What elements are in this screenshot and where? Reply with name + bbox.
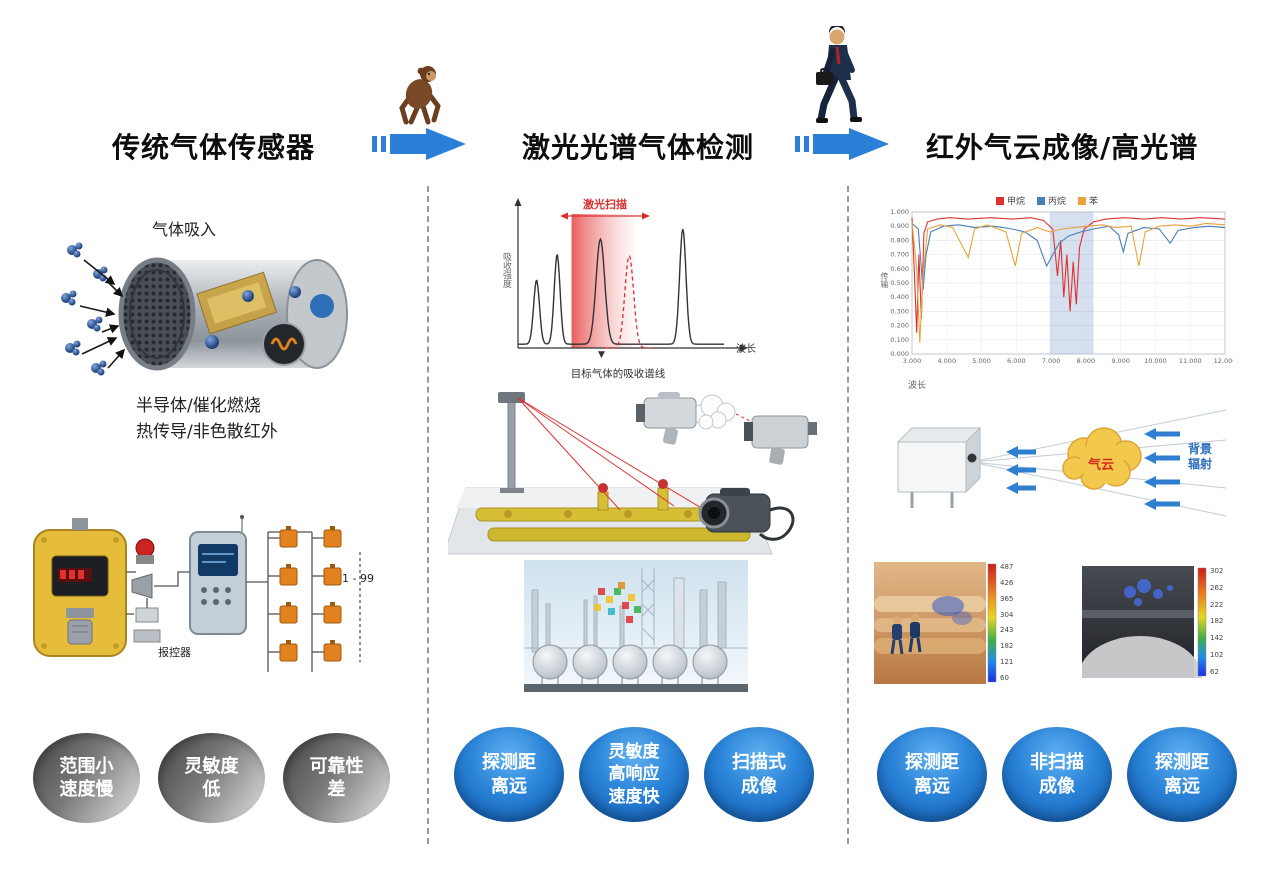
storage-spheres [532,644,728,686]
controller-unit [189,515,247,635]
svg-text:0.100: 0.100 [890,336,909,344]
transmission-spectra-chart: 甲烷丙烷苯 1.000 0.900 0.800 0.700 0.600 0.500 0.40… [878,194,1233,394]
band-marker: ▼ [598,350,605,360]
drawback-bubble: 灵敏度 低 [158,733,265,823]
beam-dashed [735,413,761,427]
drawback-bubble: 范围小 速度慢 [33,733,140,823]
remote-sensor-nodes [279,526,342,662]
svg-text:0.000: 0.000 [890,350,909,358]
laser-mast [498,392,525,493]
svg-text:0.300: 0.300 [890,307,909,315]
thermal-image-right-drawing [1078,566,1207,720]
svg-text:0.500: 0.500 [890,279,909,287]
svg-text:12.000: 12.000 [1214,357,1233,365]
refinery-photo [524,560,748,692]
gas-cloud-overlay [594,582,641,623]
gas-plume [690,394,736,430]
svg-text:5.000: 5.000 [972,357,991,365]
gas-cloud-shape [1062,427,1142,490]
pipe-platform [448,479,773,555]
sensor-count-label: 1 - 99 [342,572,374,585]
svg-text:0.700: 0.700 [890,251,909,259]
gas-cloud-label: 气云 [1088,458,1115,473]
svg-text:4.000: 4.000 [937,357,956,365]
column-title-infrared: 红外气云成像/高光谱 [926,131,1199,164]
column-divider [847,186,849,844]
svg-text:0.900: 0.900 [890,222,909,230]
foreground-pipes [524,684,748,692]
network-wires [126,531,361,672]
laser-detection-scene [448,392,817,555]
sensor-tech-label: 半导体/催化燃烧 热传导/非色散红外 [136,396,278,442]
intake-arrows [79,259,126,369]
background-radiation-label: 背景 辐射 [1188,442,1213,471]
svg-text:3.000: 3.000 [903,357,922,365]
detector-network-illustration: 报控器 1 - 99 [28,512,384,690]
svg-text:6.000: 6.000 [1007,357,1026,365]
incoming-arrows [1006,446,1036,494]
handheld-imager [636,392,697,445]
gas-cloud-imaging-diagram: 气云 背景 辐射 [888,406,1233,526]
advantage-bubble: 探测距 离远 [877,727,987,822]
advantage-bubble: 灵敏度 高响应 速度快 [579,727,689,822]
svg-text:7.000: 7.000 [1042,357,1061,365]
chimpanzee-icon [399,66,441,125]
gas-intake-label: 气体吸入 [152,220,217,239]
controller-label: 报控器 [158,646,191,659]
drawback-bubble: 可靠性 差 [283,733,390,823]
thermal-image-left-drawing [874,562,997,684]
infrared-camera-box [896,426,982,508]
alarm-devices [131,538,161,643]
svg-text:8.000: 8.000 [1077,357,1096,365]
svg-text:0.200: 0.200 [890,322,909,330]
fixed-camera [698,488,795,541]
svg-text:0.600: 0.600 [890,265,909,273]
svg-text:1.000: 1.000 [890,208,909,216]
absorption-spectrum-chart: 激光扫描 波长 吸收强度 ▼ 目标气体的吸收谱线 [498,194,768,394]
svg-text:10.000: 10.000 [1144,357,1167,365]
arrow-right-icon [372,128,466,160]
advantage-bubble: 扫描式 成像 [704,727,814,822]
gas-detector-device [33,518,127,657]
handheld-imager [744,415,817,465]
advantage-bubble: 探测距 离远 [454,727,564,822]
column-title-traditional: 传统气体传感器 [112,131,316,164]
sensor-cylinder [118,257,348,371]
x-axis-label: 波长 [736,344,756,355]
transmission-plot: 1.000 0.900 0.800 0.700 0.600 0.500 0.400 0.300… [890,208,1233,365]
advantage-bubble: 非扫描 成像 [1002,727,1112,822]
chart-legend: 甲烷丙烷苯 [996,194,1098,207]
gas-leak-blob [932,596,964,616]
column-title-laser: 激光光谱气体检测 [522,131,755,164]
worker-figures [890,614,922,655]
svg-text:9.000: 9.000 [1111,357,1130,365]
walking-man-icon [816,26,862,123]
gas-sensor-illustration [61,242,348,376]
x-axis-label: 波长 [908,381,927,391]
laser-scan-title: 激光扫描 [583,198,627,211]
svg-text:0.400: 0.400 [890,293,909,301]
gas-leak-blobs [1124,579,1173,606]
temperature-colorbar [1197,567,1207,677]
advantage-bubble: 探测距 离远 [1127,727,1237,822]
absorption-plot [514,198,748,352]
y-axis-label: 传输 [880,272,889,288]
svg-text:11.000: 11.000 [1179,357,1202,365]
background-radiation-arrows [1144,428,1180,510]
gas-molecules [61,242,108,376]
absorption-annotation: 目标气体的吸收谱线 [570,368,666,380]
imaging-diagram-drawing [896,409,1227,517]
y-axis-label: 吸收强度 [501,252,511,288]
temperature-colorbar [987,563,997,683]
arrow-right-icon [795,128,889,160]
laser-beams [517,397,729,525]
svg-text:0.800: 0.800 [890,236,909,244]
detector-network-drawing [33,515,361,672]
column-divider [427,186,429,844]
double-arrow-icon [560,212,650,220]
